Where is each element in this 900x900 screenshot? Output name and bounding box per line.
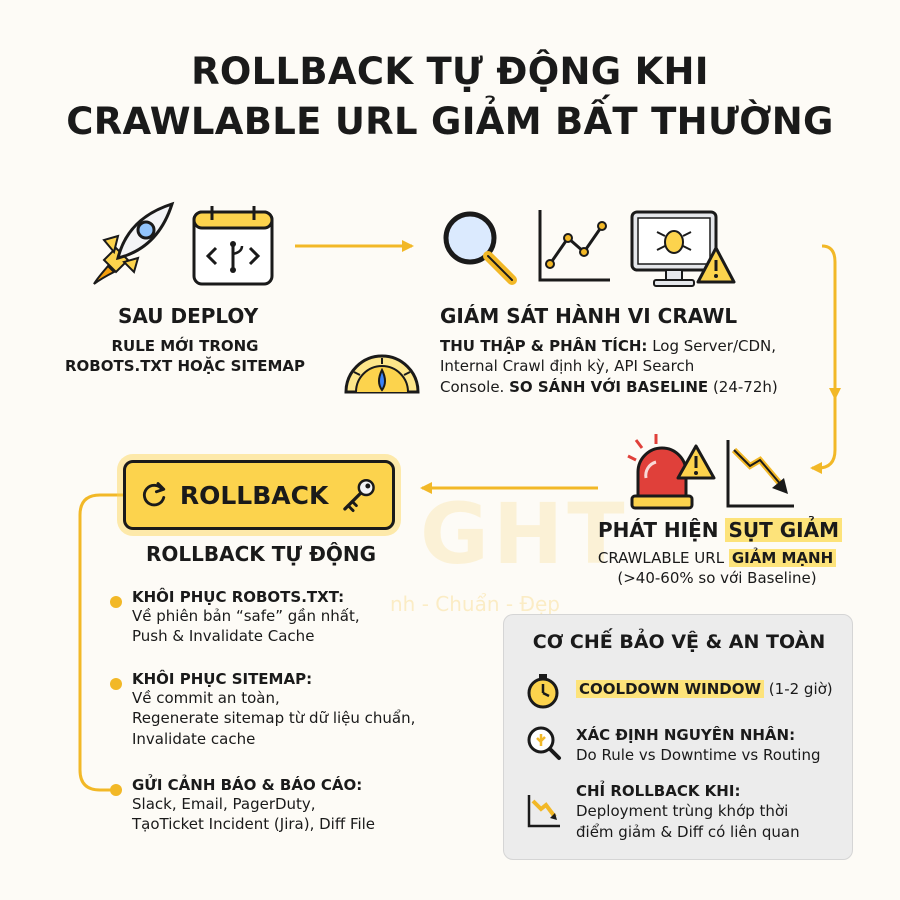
monitor-heading: GIÁM SÁT HÀNH VI CRAWL [440,304,738,328]
safety-cause-line: Do Rule vs Downtime vs Routing [576,746,821,765]
detect-heading-pre: PHÁT HIỆN [598,518,726,542]
rollback-item-robots: KHÔI PHỤC ROBOTS.TXT: Về phiên bản “safe… [132,588,360,647]
deploy-subtitle: RULE MỚI TRONG ROBOTS.TXT HOẶC SITEMAP [60,336,310,377]
monitor-line-3-pre: Console. [440,377,510,396]
detect-line-1-pre: CRAWLABLE URL [597,549,729,567]
monitor-line-1-bold: THU THẬP & PHÂN TÍCH: [440,337,648,355]
rollback-item-2-line-1: Về commit an toàn, [132,689,280,707]
detect-description: CRAWLABLE URL GIẢM MẠNH (>40-60% so với … [586,548,848,589]
rollback-button-label: ROLLBACK [179,480,329,510]
rollback-item-3-line-2: TạoTicket Incident (Jira), Diff File [132,815,376,834]
safety-cooldown-highlight: COOLDOWN WINDOW [576,680,765,698]
detect-line-2: (>40-60% so với Baseline) [617,569,817,588]
rollback-item-2-line-3: Invalidate cache [132,729,256,748]
deploy-heading: SAU DEPLOY [118,304,259,328]
rollback-item-1-title: KHÔI PHỤC ROBOTS.TXT: [132,588,345,606]
arrow-curve-to-detect [810,398,837,474]
rollback-branch-line [78,493,123,792]
key-icon [343,479,376,512]
trend-down-icon [726,440,794,508]
monitor-line-1-rest: Log Server/CDN, [647,337,777,355]
monitor-description: THU THẬP & PHÂN TÍCH: Log Server/CDN, In… [440,336,815,397]
detect-heading-highlight: SỤT GIẢM [725,518,842,542]
rollback-button[interactable]: ROLLBACK [123,460,395,530]
monitor-line-3-rest: (24-72h) [708,377,778,396]
decline-chart-icon [527,795,560,828]
gauge-icon [344,354,420,394]
safety-only-line-1: Deployment trùng khớp thời [576,802,789,821]
safety-panel: CƠ CHẾ BẢO VỆ & AN TOÀN COOLDOWN WINDOW … [503,614,853,860]
rollback-item-2-title: KHÔI PHỤC SITEMAP: [132,670,313,688]
safety-cause-title: XÁC ĐỊNH NGUYÊN NHÂN: [576,726,796,744]
calendar-code-icon [192,206,274,286]
rollback-item-3-dot [110,784,122,796]
safety-only-line-2: điểm giảm & Diff có liên quan [576,822,800,841]
rollback-item-2-dot [110,678,122,690]
detect-line-1-highlight: GIẢM MẠNH [728,549,837,567]
safety-cooldown: COOLDOWN WINDOW (1-2 giờ) [576,679,833,699]
safety-only-title: CHỈ ROLLBACK KHI: [576,782,741,800]
monitor-bug-warning-icon [630,210,736,287]
rollback-item-alert: GỬI CẢNH BÁO & BÁO CÁO: Slack, Email, Pa… [132,776,375,835]
monitor-line-3-bold: SO SÁNH VỚI BASELINE [509,377,709,396]
rollback-item-3-title: GỬI CẢNH BÁO & BÁO CÁO: [132,776,363,794]
title-line-1: ROLLBACK TỰ ĐỘNG KHI [191,50,709,93]
safety-cooldown-rest: (1-2 giờ) [764,680,833,698]
rollback-heading: ROLLBACK TỰ ĐỘNG [146,542,376,566]
rollback-item-1-dot [110,596,122,608]
rollback-item-1-line-2: Push & Invalidate Cache [132,627,315,646]
deploy-sub-line-1: RULE MỚI TRONG [111,337,259,355]
watermark-brand: GHT [420,485,629,583]
rollback-item-2-line-2: Regenerate sitemap từ dữ liệu chuẩn, [132,709,416,728]
magnifier-icon [443,211,517,285]
watermark-slogan: nh - Chuẩn - Đẹp [390,592,560,616]
rocket-icon [93,201,175,285]
rollback-item-3-line-1: Slack, Email, PagerDuty, [132,795,316,813]
safety-title: CƠ CHẾ BẢO VỆ & AN TOÀN [532,631,826,653]
safety-only-when: CHỈ ROLLBACK KHI: Deployment trùng khớp … [576,781,800,842]
detect-heading: PHÁT HIỆN SỤT GIẢM [598,518,842,542]
rollback-item-1-line-1: Về phiên bản “safe” gần nhất, [132,607,360,625]
line-chart-icon [538,210,610,282]
siren-alarm-icon [627,434,716,510]
refresh-icon [142,482,166,507]
monitor-line-2: Internal Crawl định kỳ, API Search [440,357,695,376]
arrow-monitor-to-detect [821,244,841,400]
title-line-2: CRAWLABLE URL GIẢM BẤT THƯỜNG [66,100,834,143]
safety-cause: XÁC ĐỊNH NGUYÊN NHÂN: Do Rule vs Downtim… [576,725,821,766]
deploy-sub-line-2: ROBOTS.TXT HOẶC SITEMAP [64,357,305,376]
rollback-item-sitemap: KHÔI PHỤC SITEMAP: Về commit an toàn, Re… [132,670,415,749]
root-cause-magnifier-icon [527,726,561,760]
stopwatch-icon [527,674,559,709]
